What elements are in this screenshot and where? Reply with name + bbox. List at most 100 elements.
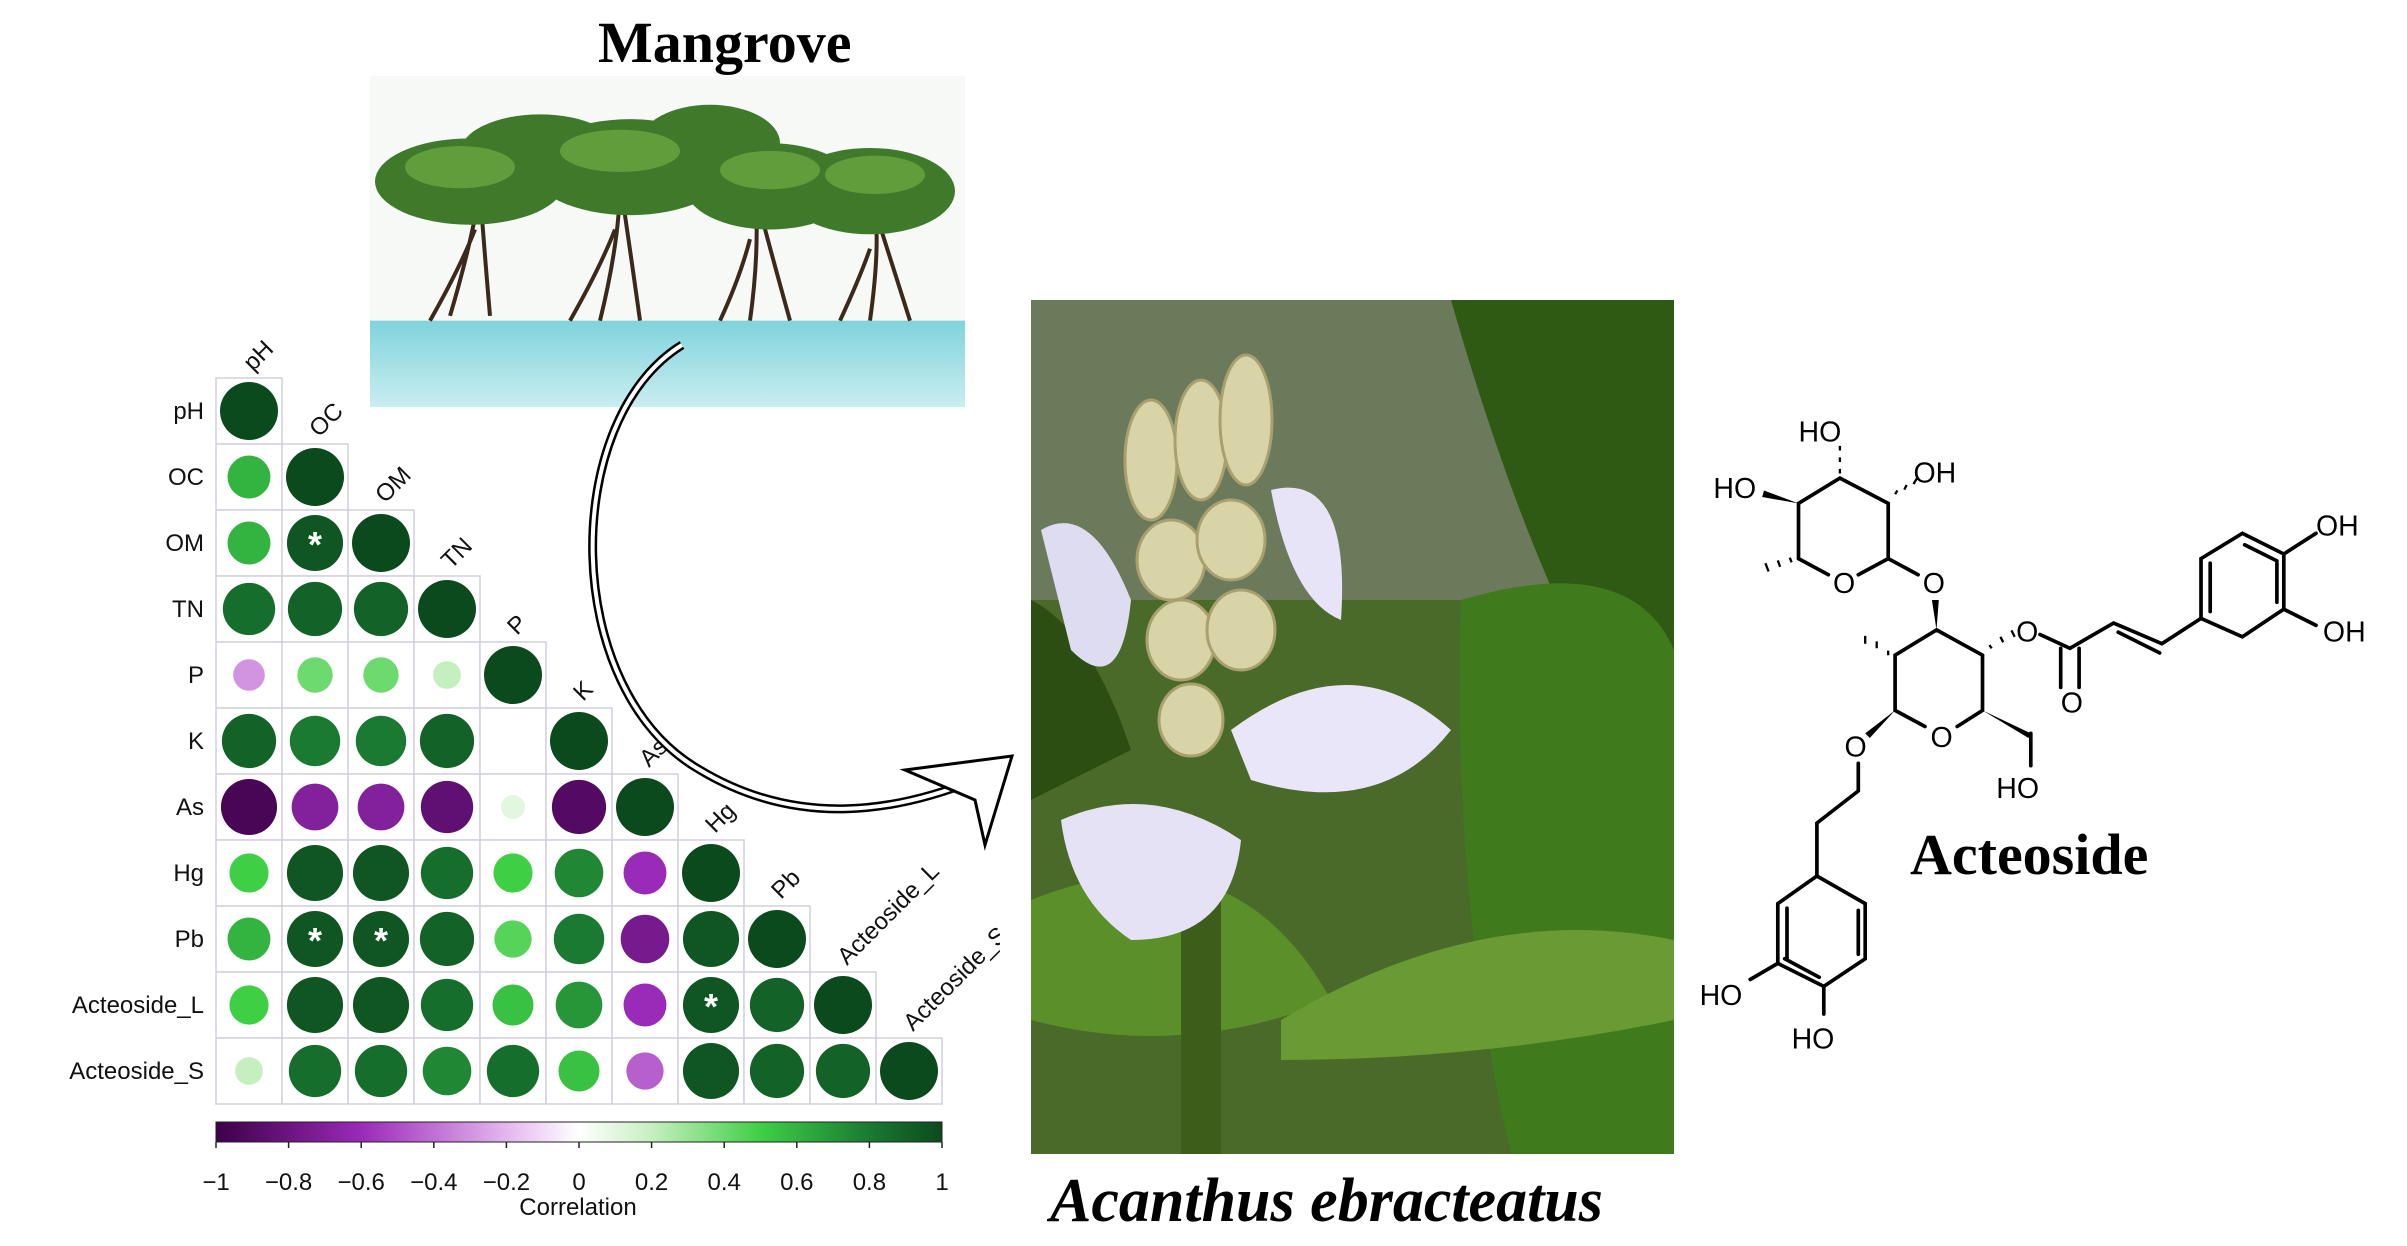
colorbar-tick-label: −1 (202, 1169, 229, 1196)
correlation-circle (626, 1052, 664, 1090)
correlation-circle (355, 715, 407, 767)
row-label-acteoside_s: Acteoside_S (69, 1058, 204, 1085)
correlation-circle (484, 646, 542, 704)
correlation-circle (287, 581, 343, 637)
column-label-pb: Pb (766, 864, 806, 904)
correlation-circle (748, 910, 806, 968)
correlation-circle (289, 715, 341, 767)
mangrove-title: Mangrove (598, 10, 852, 75)
correlation-circle (419, 911, 475, 967)
correlation-circle (418, 580, 476, 638)
correlation-circle (555, 981, 603, 1029)
correlation-circle (486, 1044, 540, 1098)
column-label-p: P (502, 610, 532, 640)
correlation-circle (227, 917, 271, 961)
significance-marker: * (704, 986, 718, 1027)
correlation-circle (623, 983, 667, 1027)
label-oh: OH (1914, 458, 1957, 490)
correlation-circle (352, 514, 410, 572)
correlation-circle (682, 976, 740, 1034)
acteoside-structure: HO HO OH O O O O O O HO OH OH HO HO (1700, 416, 2366, 1055)
label-ho: HO (1799, 416, 1842, 448)
row-label-om: OM (165, 530, 204, 557)
column-label-acteoside_l: Acteoside_L (832, 858, 944, 970)
correlation-circle (749, 977, 805, 1033)
column-label-oc: OC (304, 398, 349, 443)
label-oh: OH (2316, 511, 2359, 543)
correlation-circle (229, 985, 269, 1025)
correlation-circle (554, 848, 604, 898)
correlation-circle (550, 712, 608, 770)
correlation-circle (553, 913, 605, 965)
matrix-cell (347, 641, 415, 709)
row-label-p: P (188, 662, 204, 689)
correlation-circle (352, 844, 410, 902)
colorbar-title: Correlation (519, 1194, 636, 1221)
correlation-circle (620, 914, 670, 964)
row-label-pb: Pb (175, 926, 204, 953)
acanthus-photo (1031, 300, 1674, 1154)
colorbar-tick-label: 0.6 (780, 1169, 813, 1196)
correlation-circle (422, 1046, 472, 1096)
matrix-cell (479, 707, 547, 775)
correlation-circle (286, 844, 344, 902)
row-label-oc: OC (168, 464, 204, 491)
colorbar-tick-label: 0.4 (708, 1169, 741, 1196)
colorbar-tick-label: −0.4 (410, 1169, 457, 1196)
label-o: O (1923, 568, 1945, 600)
colorbar-tick-label: 0 (572, 1169, 585, 1196)
correlation-circle (220, 778, 278, 836)
correlation-circle (286, 514, 344, 572)
row-label-ph: pH (173, 398, 204, 425)
colorbar-tick-label: 0.8 (853, 1169, 886, 1196)
correlation-circle (420, 846, 474, 900)
correlation-circle (493, 853, 533, 893)
correlation-circle (616, 778, 674, 836)
label-ho: HO (1713, 473, 1756, 505)
correlation-circle (220, 382, 278, 440)
correlation-circle (682, 844, 740, 902)
correlation-circle (880, 1042, 938, 1100)
column-label-acteoside_s: Acteoside_S (898, 922, 1000, 1036)
column-label-k: K (568, 676, 598, 706)
significance-marker: * (374, 920, 388, 961)
correlation-circle (623, 851, 667, 895)
correlation-circle (352, 910, 410, 968)
column-label-as: As (634, 733, 673, 772)
row-label-tn: TN (172, 596, 204, 623)
correlation-circle (558, 1050, 600, 1092)
label-o: O (2061, 688, 2083, 720)
correlation-circle (494, 920, 532, 958)
correlation-circle (233, 659, 265, 691)
correlation-circle (227, 521, 271, 565)
correlation-circle (420, 780, 474, 834)
label-ho: HO (1792, 1023, 1835, 1055)
label-o: O (1931, 722, 1953, 754)
correlation-circle (286, 910, 344, 968)
correlation-circle (352, 976, 410, 1034)
correlation-circle (221, 713, 277, 769)
correlation-circle (419, 713, 475, 769)
row-label-k: K (188, 728, 204, 755)
correlation-circle (492, 984, 534, 1026)
correlation-circle (551, 779, 607, 835)
label-o: O (1845, 731, 1867, 763)
colorbar-tick-label: 1 (935, 1169, 948, 1196)
correlation-circle (815, 1043, 871, 1099)
column-label-om: OM (370, 462, 416, 508)
correlation-circle (749, 1043, 805, 1099)
correlation-circle (433, 661, 461, 689)
colorbar-tick-label: −0.8 (265, 1169, 312, 1196)
row-label-acteoside_l: Acteoside_L (72, 992, 204, 1019)
column-label-tn: TN (436, 533, 478, 575)
label-oh: OH (2323, 616, 2366, 648)
correlation-circle (288, 1044, 342, 1098)
colorbar-tick-label: −0.2 (483, 1169, 530, 1196)
label-ho: HO (1700, 980, 1743, 1012)
significance-marker: * (308, 524, 322, 565)
label-o: O (1833, 568, 1855, 600)
compound-name: Acteoside (1910, 822, 2149, 887)
colorbar (215, 1121, 943, 1143)
correlation-circle (286, 976, 344, 1034)
column-label-hg: Hg (700, 797, 741, 838)
